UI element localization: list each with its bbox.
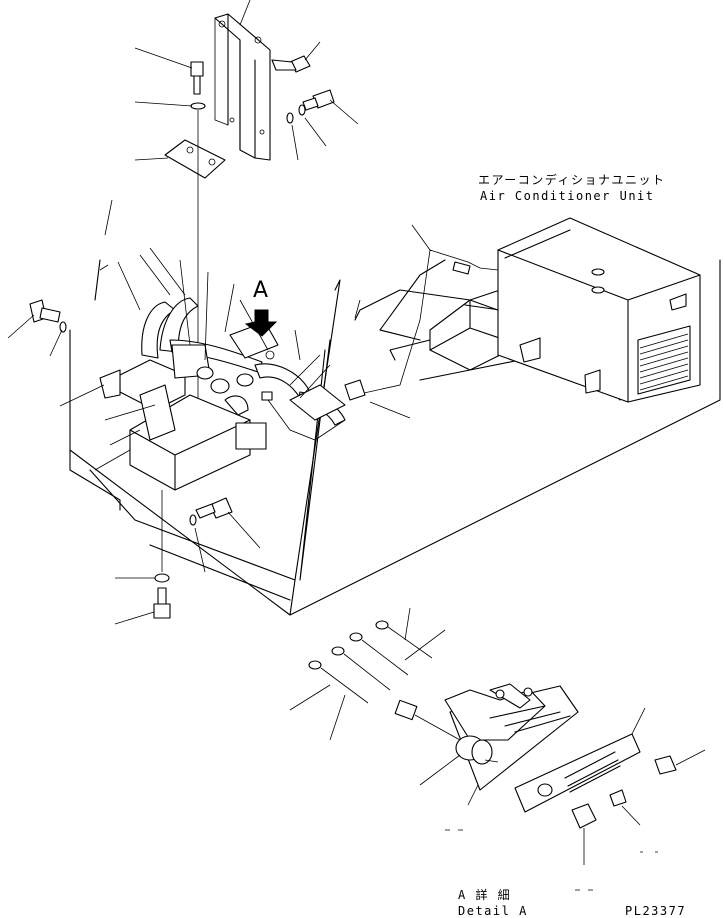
view-letter: A [253, 278, 269, 303]
drawing-number: PL23377 [625, 904, 687, 918]
detail-label-jp: A 詳 細 [458, 888, 512, 902]
unit-label-jp: エアーコンディショナユニット [478, 173, 666, 187]
detail-label-en: Detail A [458, 904, 528, 918]
air-conditioner-unit [354, 217, 701, 403]
cab-floor [69, 259, 721, 616]
leader-lines [59, 199, 411, 471]
left-bolts [7, 299, 67, 357]
view-arrow-a [244, 309, 278, 337]
unit-label-en: Air Conditioner Unit [480, 189, 655, 203]
detail-a-assembly [289, 607, 706, 891]
lower-bolts [114, 490, 261, 625]
heater-assembly [99, 297, 366, 491]
